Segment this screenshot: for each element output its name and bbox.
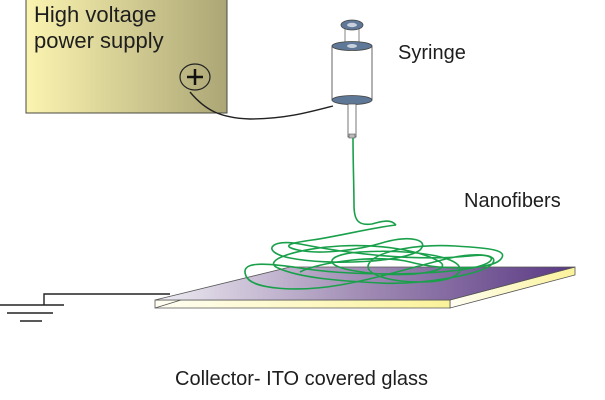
power-supply-box bbox=[25, 0, 228, 114]
nanofibers-label: Nanofibers bbox=[464, 190, 561, 212]
high-voltage-wire bbox=[189, 91, 334, 120]
barrel-bottom bbox=[331, 95, 373, 105]
collector-plate bbox=[154, 266, 576, 309]
syringe-barrel bbox=[331, 45, 373, 101]
syringe-label: Syringe bbox=[398, 42, 466, 64]
syringe-needle bbox=[347, 103, 357, 138]
ground-connection bbox=[43, 293, 170, 305]
ground-icon bbox=[0, 304, 64, 322]
plus-icon bbox=[187, 69, 203, 85]
collector-label: Collector- ITO covered glass bbox=[175, 368, 429, 390]
syringe bbox=[331, 19, 373, 139]
nanofiber-mat bbox=[244, 224, 504, 290]
power-supply-label-line2: power supply bbox=[34, 28, 164, 53]
positive-terminal bbox=[179, 63, 211, 91]
power-supply-label-line1: High voltage bbox=[34, 2, 157, 27]
power-supply-label: High voltage power supply bbox=[34, 2, 164, 54]
fiber-jet bbox=[352, 137, 397, 226]
